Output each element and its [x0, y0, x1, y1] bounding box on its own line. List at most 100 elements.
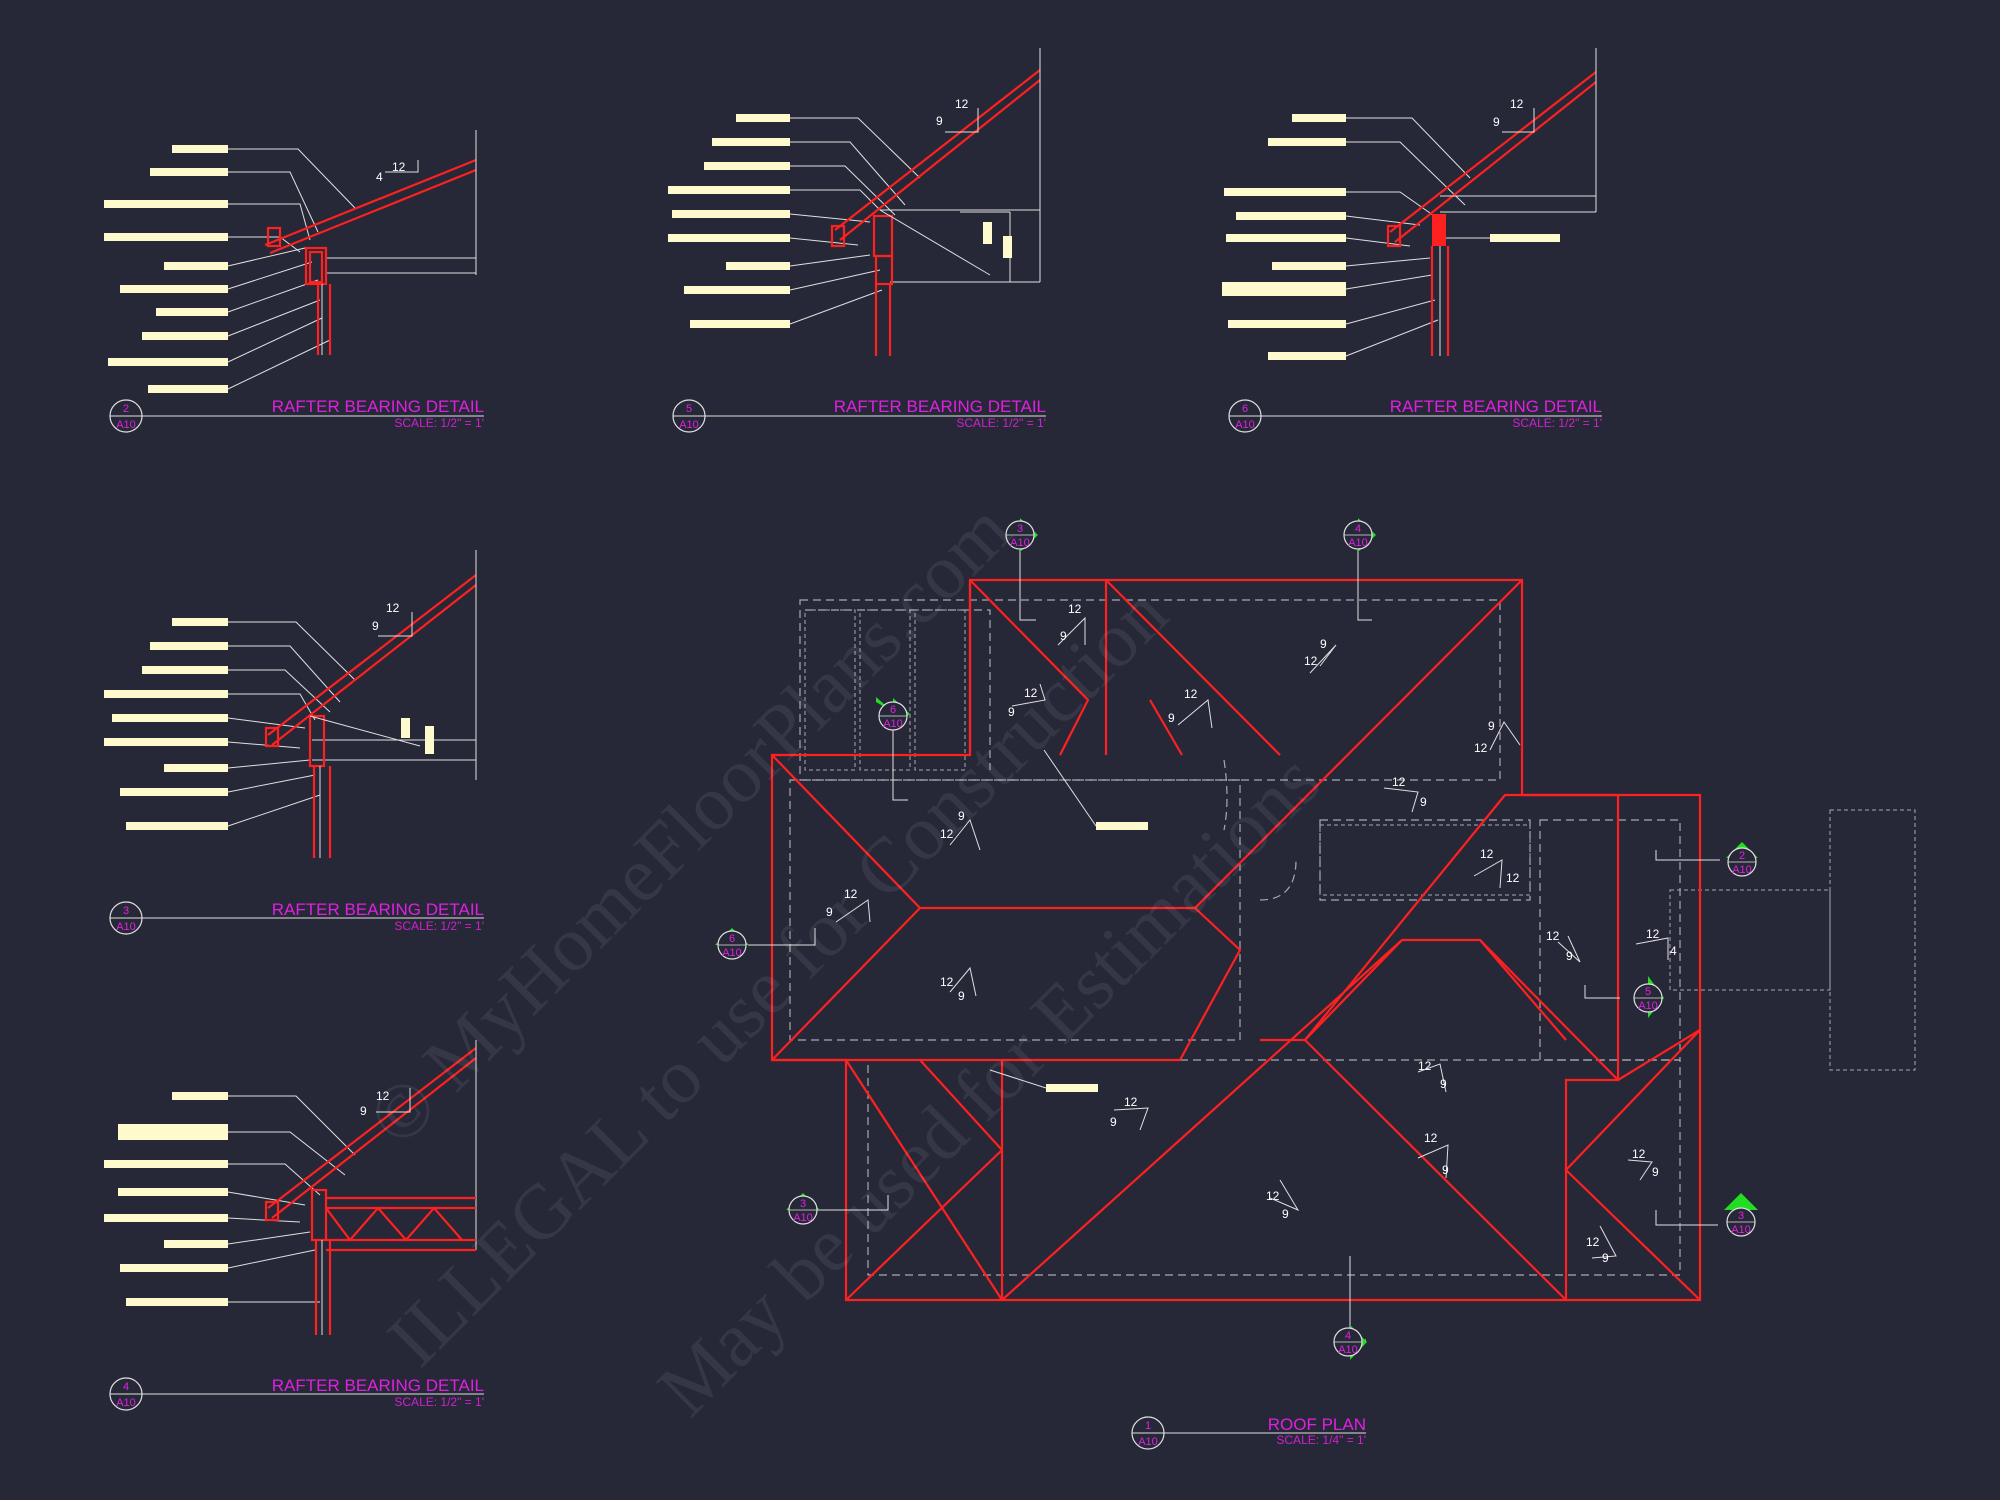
detail-2-title: RAFTER BEARING DETAIL [272, 397, 484, 416]
svg-text:9: 9 [1420, 795, 1427, 809]
detail-2-section: 12 4 [264, 130, 477, 355]
roof-plan-sheet: A10 [1138, 1436, 1158, 1448]
section-marker-3-left: 3 A10 [786, 1193, 820, 1225]
detail-5-section: 12 9 [830, 48, 1041, 356]
detail-3-leaders [227, 621, 356, 827]
svg-text:12: 12 [1184, 687, 1198, 701]
roof-plan-title-block: 1 A10 ROOF PLAN SCALE: 1/4" = 1' [1131, 1415, 1366, 1450]
svg-text:9: 9 [1602, 1251, 1609, 1265]
detail-3-title: RAFTER BEARING DETAIL [272, 900, 484, 919]
roof-plan-notes [989, 749, 1148, 1092]
roof-plan-scale: SCALE: 1/4" = 1' [1276, 1433, 1366, 1447]
svg-text:4: 4 [1345, 1330, 1351, 1342]
detail-4-sheet: A10 [116, 1397, 136, 1409]
roof-plan-slope-symbols: 12 9 12 9 12 9 12 9 12 9 12 9 12 9 12 9 … [826, 602, 1677, 1265]
detail-2-sheet: A10 [116, 419, 136, 431]
detail-4-leaders [227, 1095, 356, 1303]
roof-plan-outline [770, 578, 1702, 1302]
detail-4-title: RAFTER BEARING DETAIL [272, 1376, 484, 1395]
detail-5-sheet: A10 [679, 419, 699, 431]
svg-text:12: 12 [1392, 775, 1406, 789]
svg-text:6: 6 [729, 933, 735, 945]
detail-6-leaders [1345, 117, 1490, 357]
detail-2-leaders [227, 148, 356, 390]
detail-5-title: RAFTER BEARING DETAIL [834, 397, 1046, 416]
slope-rise: 9 [1060, 629, 1067, 643]
roof-plan-title: ROOF PLAN [1268, 1415, 1366, 1434]
svg-text:9: 9 [1008, 705, 1015, 719]
svg-text:12: 12 [1632, 1147, 1646, 1161]
svg-text:12: 12 [386, 601, 400, 615]
detail-5-notes [668, 114, 790, 328]
svg-text:3: 3 [800, 1198, 806, 1210]
svg-text:A10: A10 [1731, 1224, 1751, 1236]
detail-5-scale: SCALE: 1/2" = 1' [956, 416, 1046, 430]
detail-2-title-block: 2 A10 RAFTER BEARING DETAIL SCALE: 1/2" … [109, 397, 484, 433]
svg-text:12: 12 [376, 1089, 390, 1103]
svg-text:12: 12 [1424, 1131, 1438, 1145]
svg-text:2: 2 [1739, 850, 1745, 862]
detail-6-title: RAFTER BEARING DETAIL [1390, 397, 1602, 416]
svg-text:12: 12 [1266, 1189, 1280, 1203]
section-marker-6-left: 6 A10 [715, 928, 749, 960]
svg-text:9: 9 [936, 114, 943, 128]
section-marker-2-right: 2 A10 [1726, 842, 1758, 877]
section-marker-3-top: 3 A10 [1005, 518, 1038, 552]
svg-text:12: 12 [392, 160, 406, 174]
detail-6-sheet: A10 [1235, 419, 1255, 431]
detail-4-notes [104, 1092, 228, 1306]
detail-3-title-block: 3 A10 RAFTER BEARING DETAIL SCALE: 1/2" … [109, 900, 484, 935]
section-marker-3-right: 3 A10 [1724, 1193, 1758, 1237]
svg-text:9: 9 [1168, 711, 1175, 725]
section-marker-6-center: 6 A10 [876, 697, 910, 731]
svg-text:3: 3 [1738, 1210, 1744, 1222]
svg-text:A10: A10 [1732, 864, 1752, 876]
detail-6-notes [1222, 114, 1560, 360]
detail-3-notes [104, 618, 228, 830]
svg-text:12: 12 [1304, 654, 1318, 668]
svg-text:12: 12 [1510, 97, 1524, 111]
svg-text:12: 12 [1646, 927, 1660, 941]
roof-plan: 12 9 12 9 12 9 12 9 12 9 12 9 12 9 12 9 … [715, 518, 1916, 1450]
detail-5-leaders [789, 117, 921, 325]
detail-4-title-block: 4 A10 RAFTER BEARING DETAIL SCALE: 1/2" … [109, 1376, 484, 1411]
section-marker-5-right: 5 A10 [1633, 976, 1664, 1018]
svg-text:9: 9 [1282, 1207, 1289, 1221]
detail-4-scale: SCALE: 1/2" = 1' [394, 1395, 484, 1409]
svg-text:A10: A10 [883, 718, 903, 730]
detail-6-section: 12 9 [1386, 48, 1597, 356]
section-marker-4-top: 4 A10 [1343, 518, 1376, 552]
svg-text:9: 9 [1493, 115, 1500, 129]
svg-text:3: 3 [1017, 523, 1023, 535]
svg-text:9: 9 [1440, 1077, 1447, 1091]
svg-text:A10: A10 [1338, 1344, 1358, 1356]
roof-plan-ladders [804, 609, 1916, 1071]
detail-3-number: 3 [123, 905, 129, 917]
detail-6-number: 6 [1242, 403, 1248, 415]
svg-text:12: 12 [1474, 741, 1488, 755]
svg-text:A10: A10 [1638, 1000, 1658, 1012]
svg-text:12: 12 [1024, 686, 1038, 700]
svg-text:12: 12 [1506, 871, 1520, 885]
svg-text:12: 12 [1480, 847, 1494, 861]
svg-text:4: 4 [376, 170, 383, 184]
svg-text:9: 9 [1110, 1115, 1117, 1129]
svg-text:12: 12 [940, 975, 954, 989]
svg-text:9: 9 [958, 989, 965, 1003]
section-marker-4-bottom: 4 A10 [1333, 1325, 1367, 1360]
detail-4-section: 12 9 [264, 1040, 477, 1335]
svg-text:12: 12 [1124, 1095, 1138, 1109]
svg-text:4: 4 [1670, 944, 1677, 958]
slope-run: 12 [1068, 602, 1082, 616]
detail-3: 12 9 3 A10 RAFTER BEARING DETAIL SCALE: … [104, 550, 484, 935]
detail-3-section: 12 9 [264, 550, 477, 858]
svg-text:9: 9 [826, 905, 833, 919]
svg-text:9: 9 [360, 1104, 367, 1118]
svg-text:A10: A10 [722, 947, 742, 959]
detail-3-scale: SCALE: 1/2" = 1' [394, 919, 484, 933]
detail-6: 12 9 6 A10 RAFTER BEARING DETAIL SCALE: … [1222, 48, 1602, 433]
svg-text:12: 12 [1586, 1235, 1600, 1249]
detail-6-title-block: 6 A10 RAFTER BEARING DETAIL SCALE: 1/2" … [1228, 397, 1602, 433]
detail-5-title-block: 5 A10 RAFTER BEARING DETAIL SCALE: 1/2" … [672, 397, 1046, 433]
